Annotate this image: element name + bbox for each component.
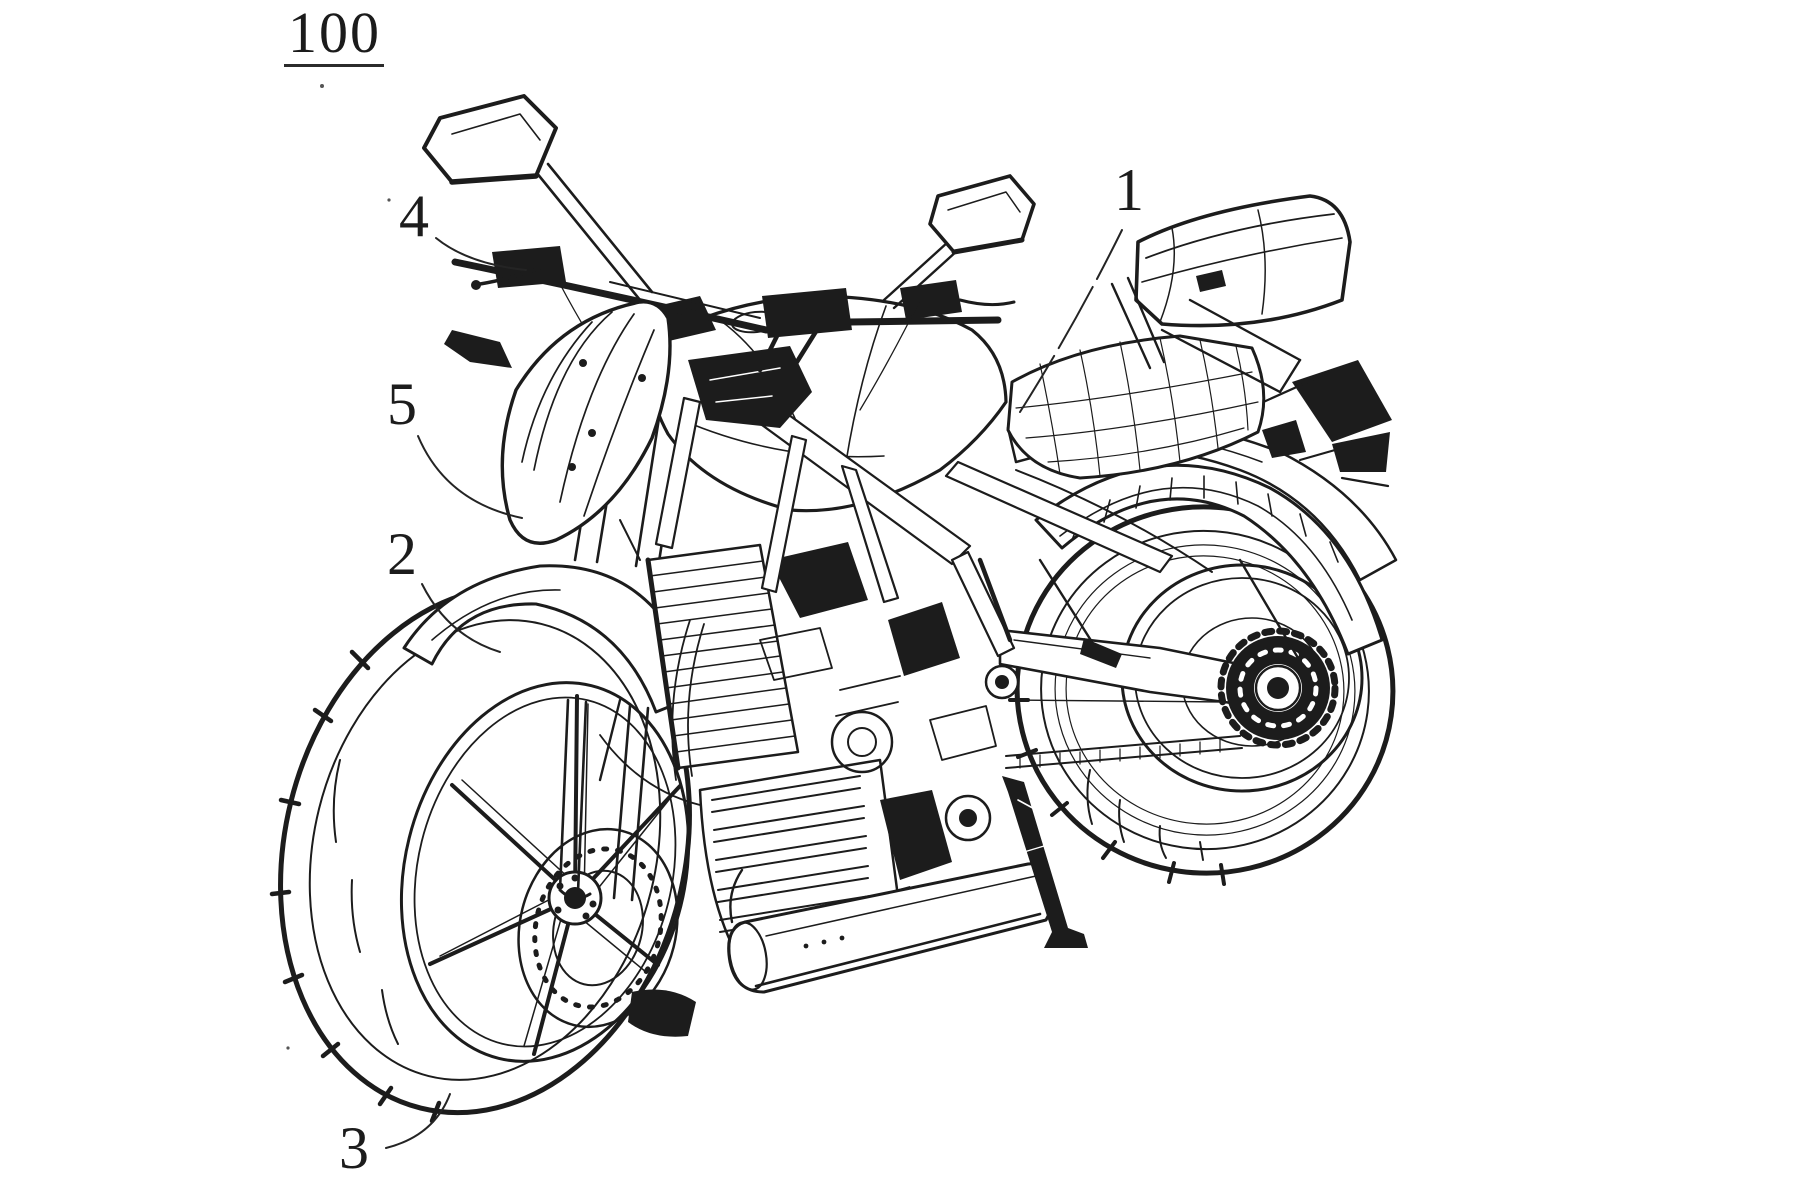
ref-label-4: 4	[399, 183, 429, 249]
leader-lines	[385, 229, 1123, 1149]
kickstand	[1002, 776, 1088, 948]
leader-line-2	[421, 583, 501, 653]
radiator	[619, 519, 800, 771]
leader-line-5	[417, 435, 523, 519]
brake-lever	[471, 266, 542, 290]
footpeg-bracket	[1038, 558, 1122, 668]
drive-chain	[1005, 699, 1243, 769]
tail-case	[1110, 194, 1352, 394]
leader-line-3	[385, 1093, 451, 1149]
right-mirror	[882, 174, 1036, 310]
engine	[599, 542, 997, 962]
rear-sprocket	[1217, 627, 1339, 749]
ref-label-3: 3	[339, 1115, 369, 1181]
front-wheel	[269, 584, 696, 1124]
figure-number: 100	[288, 0, 381, 65]
headlight-cowl	[444, 300, 672, 545]
ref-label-5: 5	[387, 371, 417, 437]
ref-label-1: 1	[1114, 157, 1144, 223]
ref-label-2: 2	[387, 521, 417, 587]
leader-line-1	[1019, 229, 1123, 413]
seat	[1006, 334, 1266, 480]
left-mirror	[422, 94, 654, 302]
turn-signal	[444, 330, 512, 368]
figure-number-underline	[284, 64, 384, 67]
paper-specks	[286, 84, 391, 1050]
leader-line-4	[435, 237, 527, 271]
